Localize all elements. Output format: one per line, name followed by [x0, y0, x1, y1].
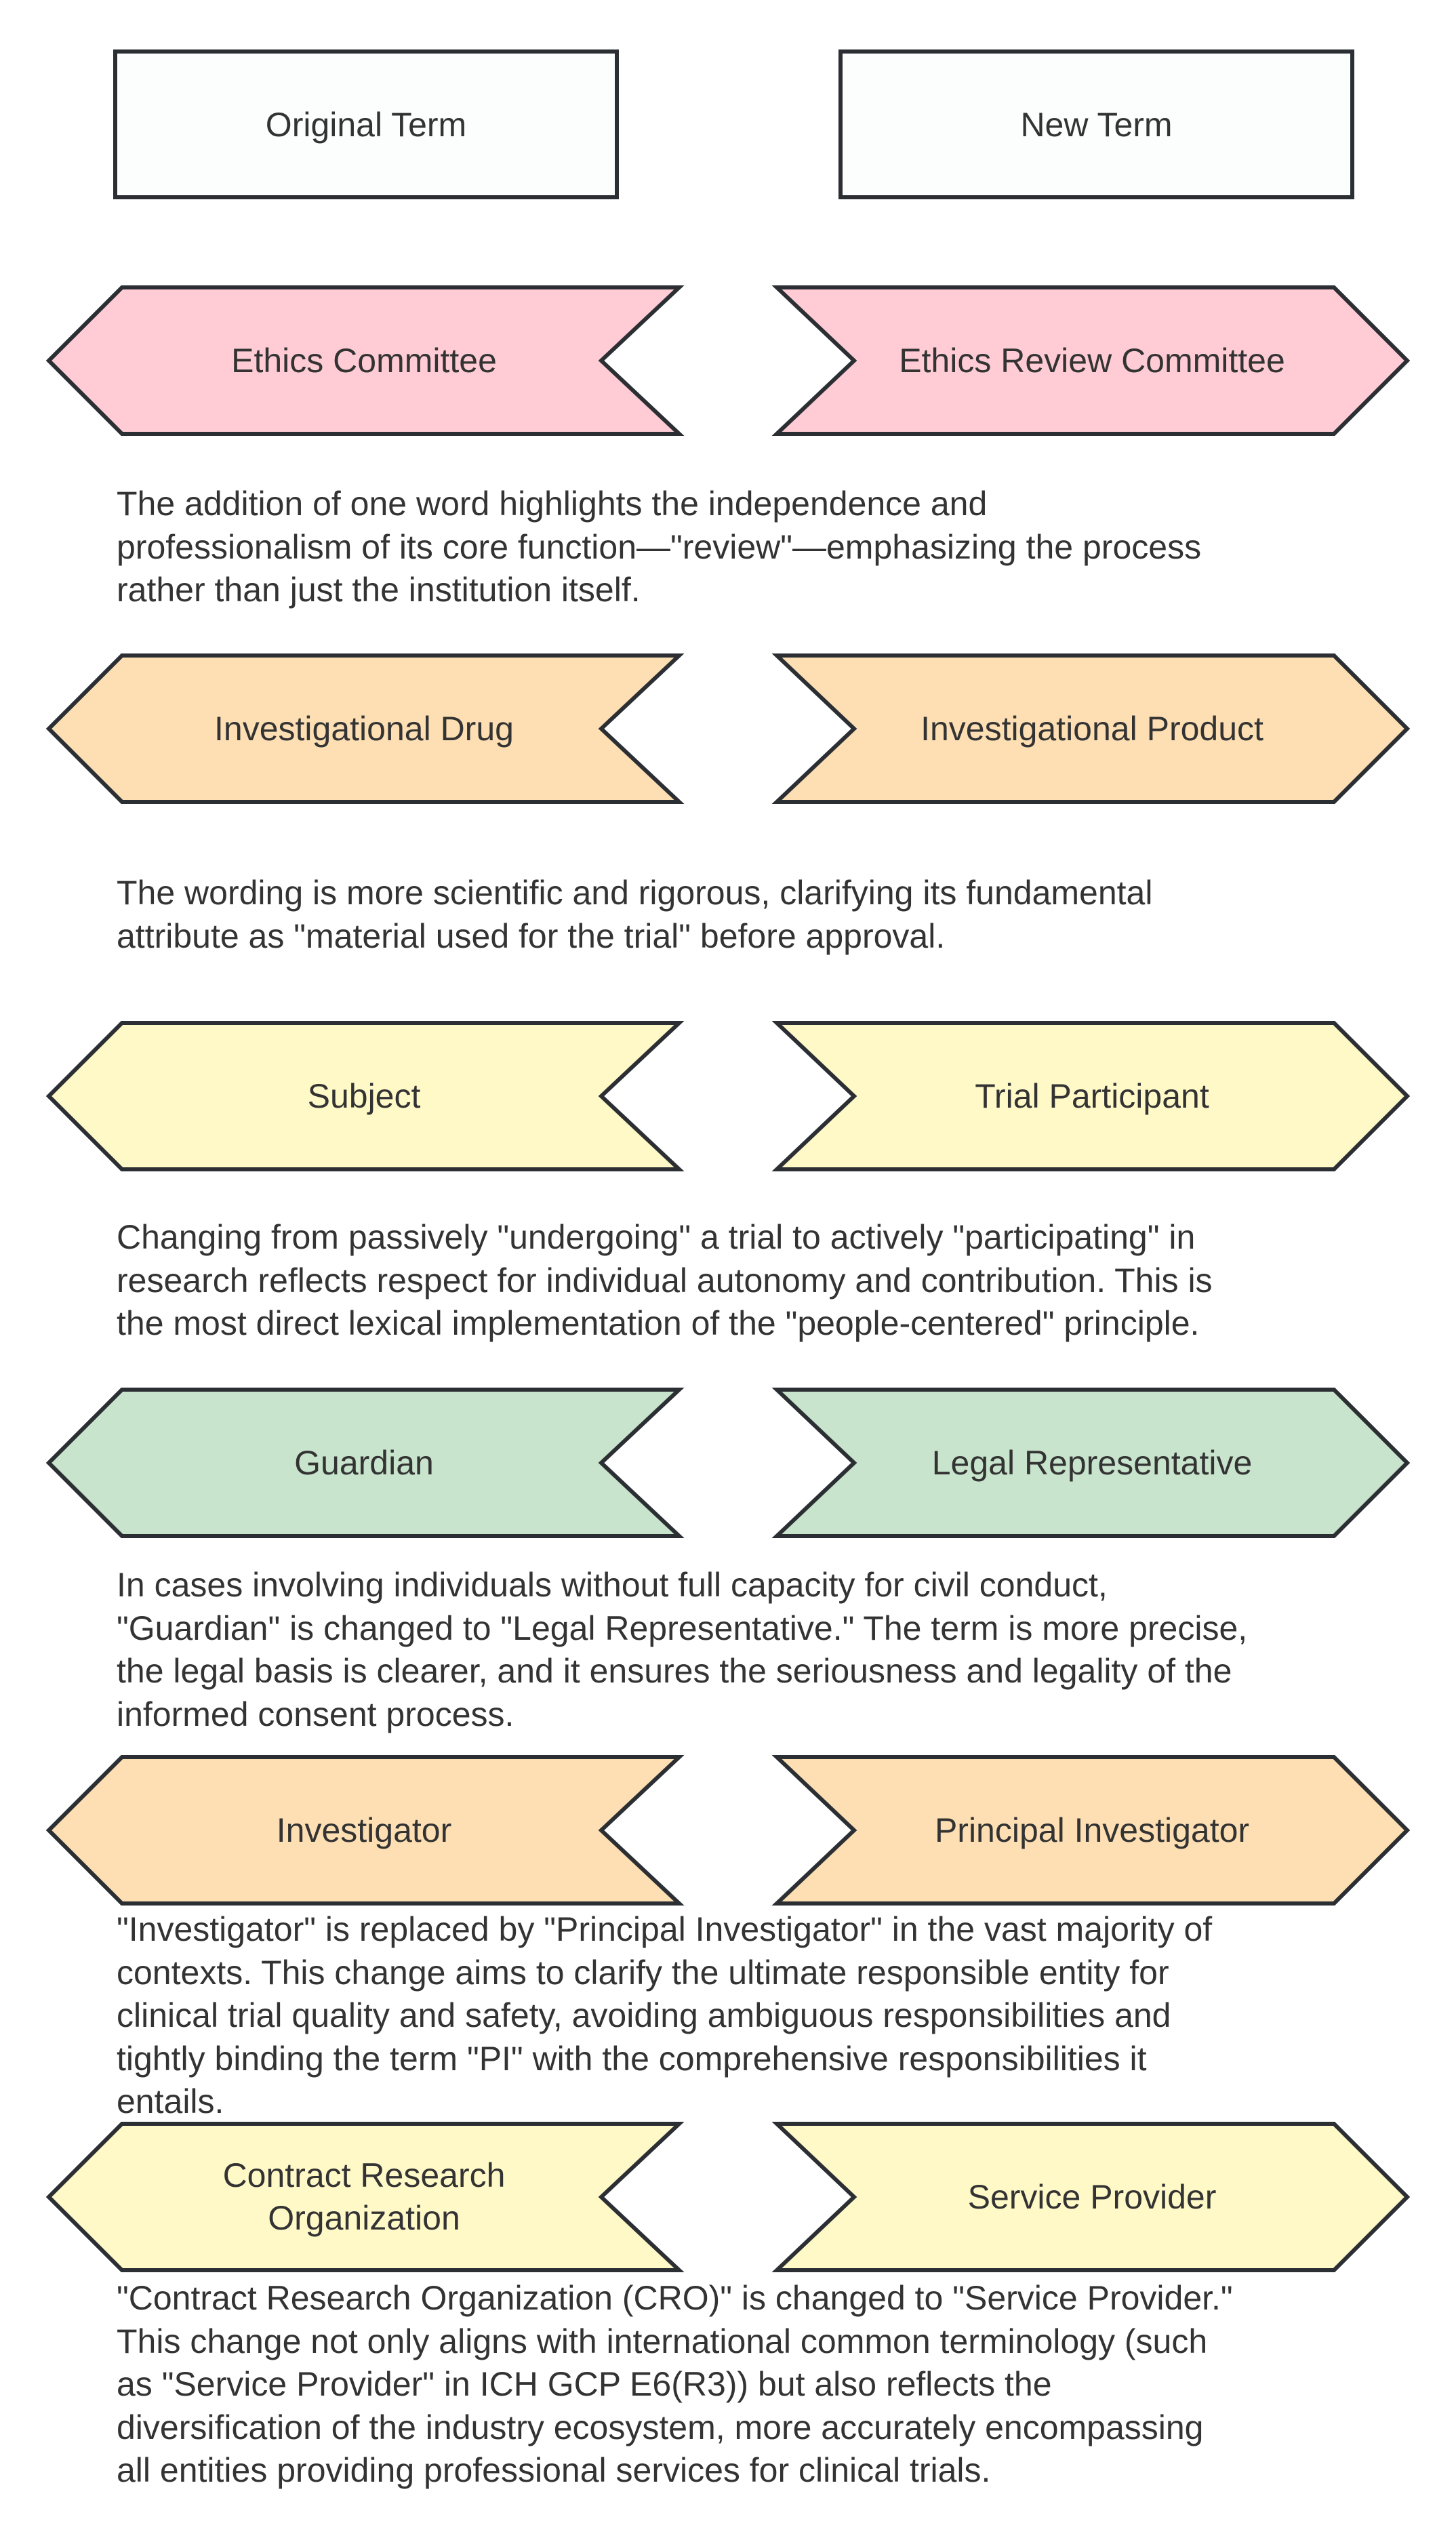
original-term-chevron: Contract Research Organization: [45, 2122, 685, 2272]
original-term-chevron: Subject: [45, 1021, 685, 1171]
original-term-chevron: Investigator: [45, 1755, 685, 1906]
left-chevron-shape: [45, 1755, 685, 1906]
new-term-label: Investigational Product: [921, 709, 1263, 748]
description-line: attribute as "material used for the tria…: [117, 916, 946, 955]
description-line: the most direct lexical implementation o…: [117, 1304, 1200, 1342]
left-chevron-shape: [45, 285, 685, 436]
right-chevron-shape: [771, 1388, 1411, 1538]
original-term-label: Contract Research Organization: [49, 2124, 679, 2270]
new-term-header-label: New Term: [1020, 105, 1173, 144]
original-term-label-line: Contract Research: [222, 2156, 506, 2194]
description-line: In cases involving individuals without f…: [117, 1566, 1108, 1604]
left-chevron-shape: [45, 1021, 685, 1171]
change-description: The addition of one word highlights the …: [117, 483, 1404, 612]
new-term-label: Trial Participant: [975, 1076, 1209, 1115]
description-line: "Investigator" is replaced by "Principal…: [117, 1910, 1213, 1948]
description-line: rather than just the institution itself.: [117, 571, 641, 609]
original-term-chevron: Investigational Drug: [45, 653, 685, 804]
original-term-chevron: Ethics Committee: [45, 285, 685, 436]
new-term-label: Legal Representative: [931, 1443, 1253, 1482]
new-term-chevron: Investigational Product: [771, 653, 1411, 804]
original-term-header-label: Original Term: [265, 105, 467, 144]
description-line: entails.: [117, 2082, 224, 2120]
change-description: Changing from passively "undergoing" a t…: [117, 1216, 1404, 1346]
left-chevron-shape: [45, 2122, 685, 2272]
new-term-chevron: Principal Investigator: [771, 1755, 1411, 1906]
description-line: The addition of one word highlights the …: [117, 485, 988, 523]
description-line: The wording is more scientific and rigor…: [117, 874, 1153, 912]
description-line: clinical trial quality and safety, avoid…: [117, 1996, 1171, 2034]
original-term-label-line: Organization: [268, 2199, 460, 2237]
original-term-label: Guardian: [294, 1443, 434, 1482]
original-term-label: Investigational Drug: [214, 709, 514, 748]
right-chevron-shape: [771, 285, 1411, 436]
description-line: Changing from passively "undergoing" a t…: [117, 1218, 1196, 1256]
right-chevron-shape: [771, 2122, 1411, 2272]
new-term-label: Ethics Review Committee: [899, 341, 1285, 380]
change-description: In cases involving individuals without f…: [117, 1564, 1404, 1736]
description-line: informed consent process.: [117, 1695, 514, 1733]
new-term-chevron: Service Provider: [771, 2122, 1411, 2272]
left-chevron-shape: [45, 1388, 685, 1538]
new-term-label: Principal Investigator: [934, 1811, 1250, 1849]
description-line: diversification of the industry ecosyste…: [117, 2408, 1204, 2446]
description-line: all entities providing professional serv…: [117, 2451, 991, 2489]
description-line: contexts. This change aims to clarify th…: [117, 1953, 1169, 1992]
original-term-label: Subject: [307, 1076, 421, 1115]
description-line: "Contract Research Organization (CRO)" i…: [117, 2279, 1233, 2317]
description-line: as "Service Provider" in ICH GCP E6(R3))…: [117, 2365, 1052, 2403]
original-term-label: Ethics Committee: [231, 341, 497, 380]
description-line: This change not only aligns with interna…: [117, 2322, 1208, 2360]
description-line: research reflects respect for individual…: [117, 1261, 1213, 1299]
change-description: "Investigator" is replaced by "Principal…: [117, 1908, 1404, 2124]
description-line: tightly binding the term "PI" with the c…: [117, 2039, 1147, 2078]
new-term-chevron: Ethics Review Committee: [771, 285, 1411, 436]
right-chevron-shape: [771, 1021, 1411, 1171]
description-line: "Guardian" is changed to "Legal Represen…: [117, 1609, 1248, 1647]
original-term-label: Investigator: [276, 1811, 452, 1849]
change-description: "Contract Research Organization (CRO)" i…: [117, 2277, 1404, 2493]
left-chevron-shape: [45, 653, 685, 804]
new-term-label: Service Provider: [967, 2177, 1217, 2216]
change-description: The wording is more scientific and rigor…: [117, 872, 1404, 958]
description-line: professionalism of its core function—"re…: [117, 527, 1202, 566]
original-term-chevron: Guardian: [45, 1388, 685, 1538]
right-chevron-shape: [771, 653, 1411, 804]
new-term-header: New Term: [838, 49, 1354, 199]
new-term-chevron: Trial Participant: [771, 1021, 1411, 1171]
original-term-header: Original Term: [113, 49, 619, 199]
new-term-chevron: Legal Representative: [771, 1388, 1411, 1538]
description-line: the legal basis is clearer, and it ensur…: [117, 1652, 1232, 1690]
right-chevron-shape: [771, 1755, 1411, 1906]
